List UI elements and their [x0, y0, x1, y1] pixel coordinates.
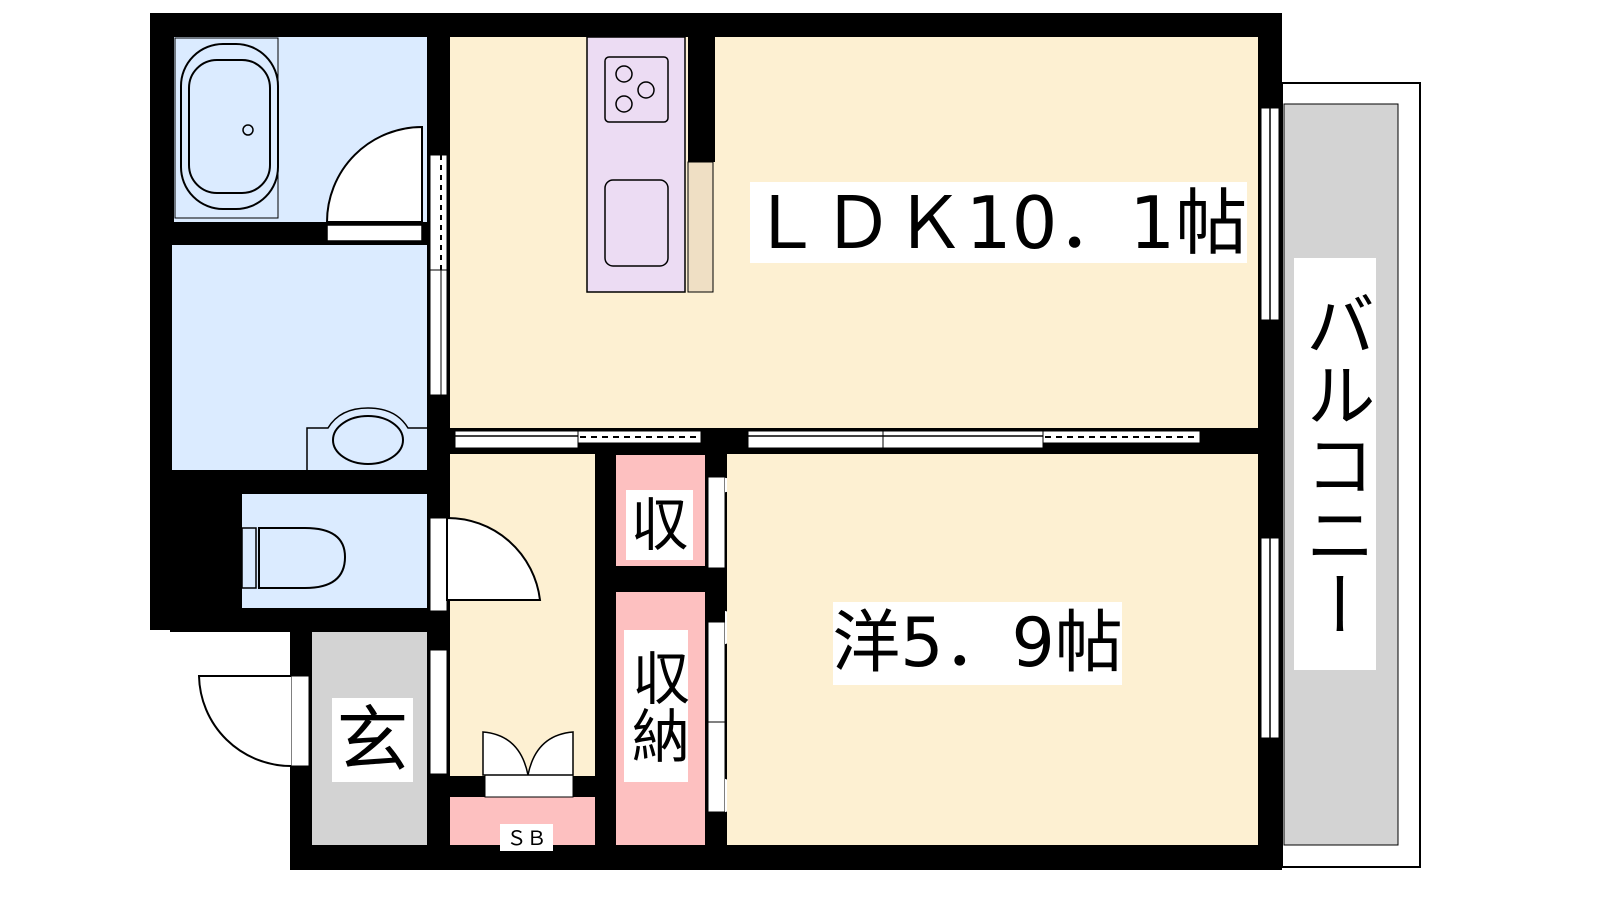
entrance-label: 玄	[332, 698, 413, 782]
wall-top	[150, 13, 1282, 37]
shoe-box-door-icon	[482, 731, 574, 776]
entrance-door-frame	[290, 675, 310, 767]
toilet-door-icon	[446, 516, 542, 601]
kitchen-counter	[586, 36, 686, 293]
storage-large-label: 収納	[622, 630, 690, 782]
balcony-label: バルコニー	[1294, 258, 1376, 670]
entrance-step	[429, 649, 448, 775]
hallway	[450, 454, 595, 776]
shoe-box-label: ＳＢ	[500, 824, 553, 851]
wall-bottom	[290, 845, 1282, 870]
bath-door-frame	[326, 224, 423, 242]
stove-icon	[604, 56, 669, 123]
closet-door	[707, 476, 726, 569]
sliding-door	[1042, 430, 1201, 444]
burner-icon	[615, 95, 633, 113]
sliding-door	[454, 430, 579, 449]
wall-kitchen	[688, 37, 715, 162]
ldk-label: ＬＤＫ10．1帖	[749, 180, 1248, 265]
drain-icon	[242, 124, 254, 136]
bath-door-icon	[325, 125, 423, 223]
washbasin-icon	[306, 407, 427, 470]
washbasin-bowl	[332, 415, 404, 465]
shoe-box-door-frame	[484, 774, 574, 798]
sink-icon	[604, 179, 669, 267]
sliding-door	[882, 430, 1044, 449]
storage-small-label: 収	[626, 490, 693, 560]
entrance-door-icon	[197, 675, 292, 767]
toilet-tank	[241, 527, 257, 589]
western-room-label: 洋5．9帖	[832, 602, 1123, 685]
toilet-door-frame	[429, 517, 448, 612]
bathtub-area	[174, 37, 279, 219]
toilet-icon	[258, 527, 347, 589]
sliding-door	[747, 430, 884, 449]
burner-icon	[615, 65, 633, 83]
fridge-space	[687, 161, 714, 293]
sliding-door	[429, 269, 448, 396]
bathtub-inner	[188, 59, 271, 194]
closet-door	[707, 721, 726, 813]
closet-door	[707, 621, 726, 723]
burner-icon	[637, 81, 655, 99]
sliding-door	[429, 154, 448, 271]
bathtub	[180, 43, 279, 210]
